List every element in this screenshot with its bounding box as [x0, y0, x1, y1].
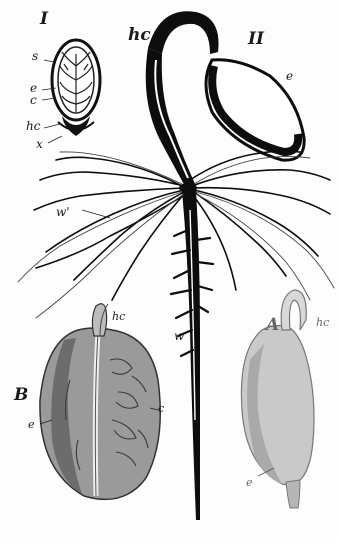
figure-i-seed-section [42, 40, 100, 143]
label-fig-i: I [39, 9, 49, 29]
seed-b-sprout [92, 304, 106, 336]
stem-dark [146, 48, 196, 188]
label-fig-b-hc: hc [112, 310, 125, 323]
label-fig-b: B [13, 385, 28, 405]
label-fig-i-x: x [36, 137, 43, 151]
label-fig-a: A [264, 315, 279, 335]
label-fig-i-c: c [30, 93, 37, 107]
label-fig-b-c: c [158, 402, 164, 415]
label-fig-i-hc: hc [26, 119, 41, 133]
figure-b-seed [40, 304, 160, 500]
label-fig-a-e: e [246, 476, 253, 489]
hypocotyl-hook [148, 11, 219, 54]
label-fig-a-hc: hc [316, 316, 329, 329]
label-fig-ii: II [247, 29, 265, 49]
label-fig-i-s: s [32, 49, 38, 63]
label-fig-ii-hc: hc [128, 25, 151, 45]
seed-a-hypocotyl-loop [281, 290, 306, 330]
label-fig-ii-w-prime: w' [56, 205, 70, 219]
label-fig-b-e: e [28, 418, 35, 431]
label-fig-ii-w: w [174, 329, 185, 343]
label-fig-ii-e: e [286, 69, 293, 83]
seed-a-root-stub [286, 480, 300, 508]
